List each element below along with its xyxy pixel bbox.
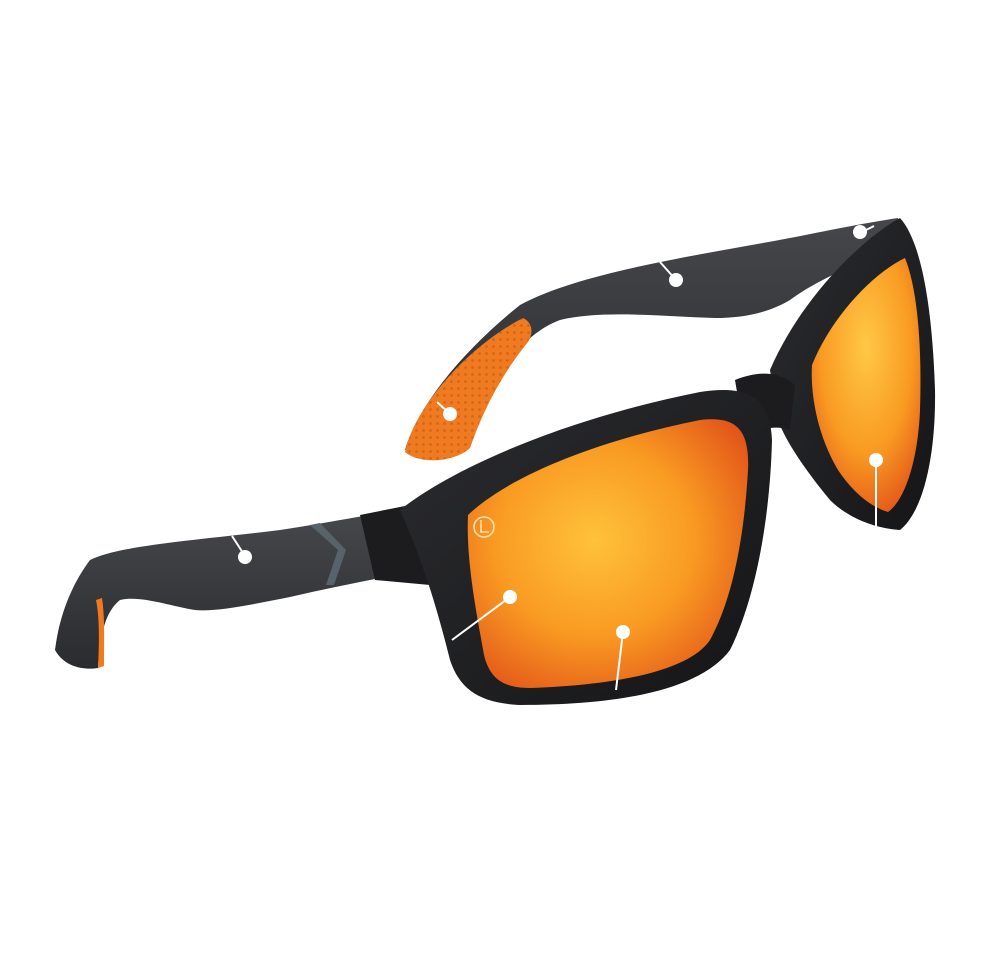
right-lens xyxy=(811,258,921,512)
hotspot-dot-icon[interactable] xyxy=(443,407,457,421)
near-temple xyxy=(55,515,380,669)
hotspot-frame-bottom[interactable] xyxy=(615,625,630,691)
hotspot-dot-icon[interactable] xyxy=(669,273,683,287)
far-temple-grip xyxy=(405,318,532,461)
left-lens xyxy=(467,419,749,688)
hotspot-temple-grip[interactable] xyxy=(436,401,457,421)
hotspot-dot-icon[interactable] xyxy=(853,225,867,239)
right-lens-frame xyxy=(770,218,936,530)
left-lens-frame xyxy=(400,389,772,705)
far-temple xyxy=(405,218,900,461)
hotspot-dot-icon[interactable] xyxy=(616,625,630,639)
hotspot-dot-icon[interactable] xyxy=(238,550,252,564)
brand-logo-icon xyxy=(473,516,495,538)
hotspot-dot-icon[interactable] xyxy=(503,590,517,604)
hotspot-temple-upper[interactable] xyxy=(659,261,683,287)
hotspot-dot-icon[interactable] xyxy=(869,453,883,467)
hotspot-temple-lower[interactable] xyxy=(231,535,252,564)
temple-chevron-icon xyxy=(310,523,346,585)
hotspot-lens-right[interactable] xyxy=(869,453,883,528)
hotspot-temple-tip[interactable] xyxy=(853,225,875,239)
hotspot-lens-left[interactable] xyxy=(451,590,517,641)
